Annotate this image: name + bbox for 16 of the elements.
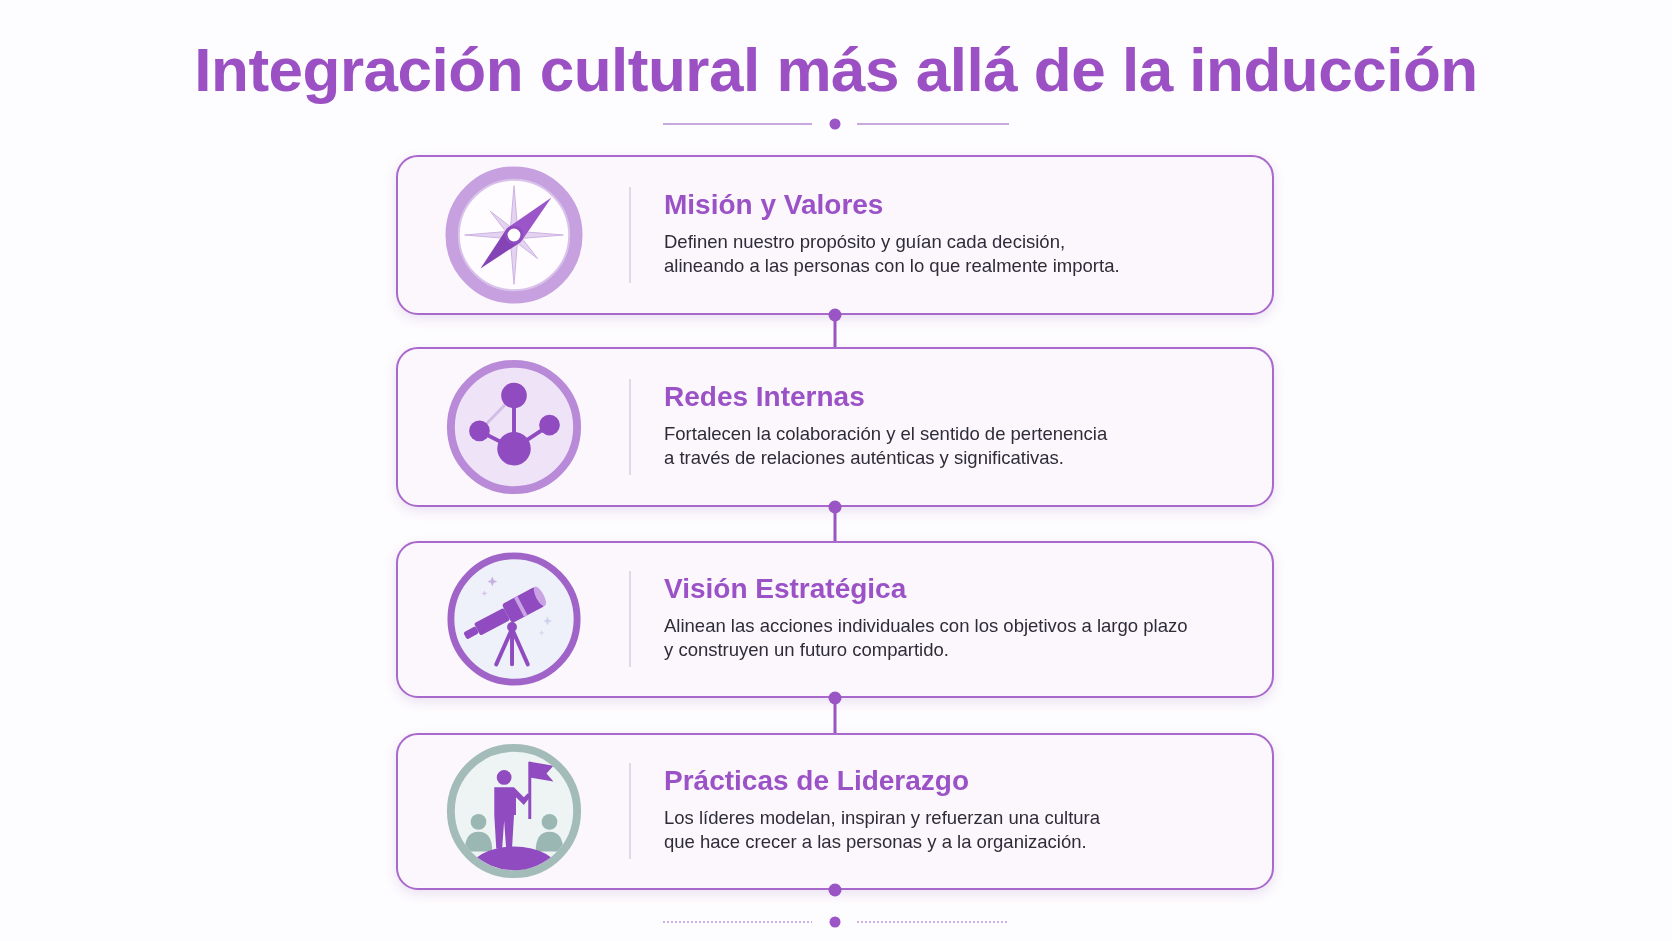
card-heading: Prácticas de Liderazgo [664, 764, 969, 798]
step-card [396, 541, 1274, 698]
step-card [396, 347, 1274, 507]
card-heading: Misión y Valores [664, 187, 884, 222]
connector-line [828, 308, 842, 347]
connector-line [828, 500, 842, 541]
card-description: Alinean las acciones individuales con los objetivos a largo plazo y construyen un futuro compartido. [664, 614, 1189, 662]
card-description: Fortalecen la colaboración y el sentido de pertenencia a través de relaciones auténticas y significativas. [664, 421, 1109, 470]
step-card [396, 155, 1274, 315]
connector-line [828, 691, 842, 733]
step-card [396, 733, 1274, 890]
card-heading: Redes Internas [664, 379, 865, 414]
title: Integración cultural más allá de la inducción [193, 34, 1479, 106]
card-description: Definen nuestro propósito y guían cada decisión, alineando a las personas con lo que realmente importa. [664, 229, 1121, 278]
card-description: Los líderes modelan, inspiran y refuerzan una cultura que hace crecer a las personas y a la organización. [664, 806, 1102, 854]
card-heading: Visión Estratégica [664, 572, 907, 606]
